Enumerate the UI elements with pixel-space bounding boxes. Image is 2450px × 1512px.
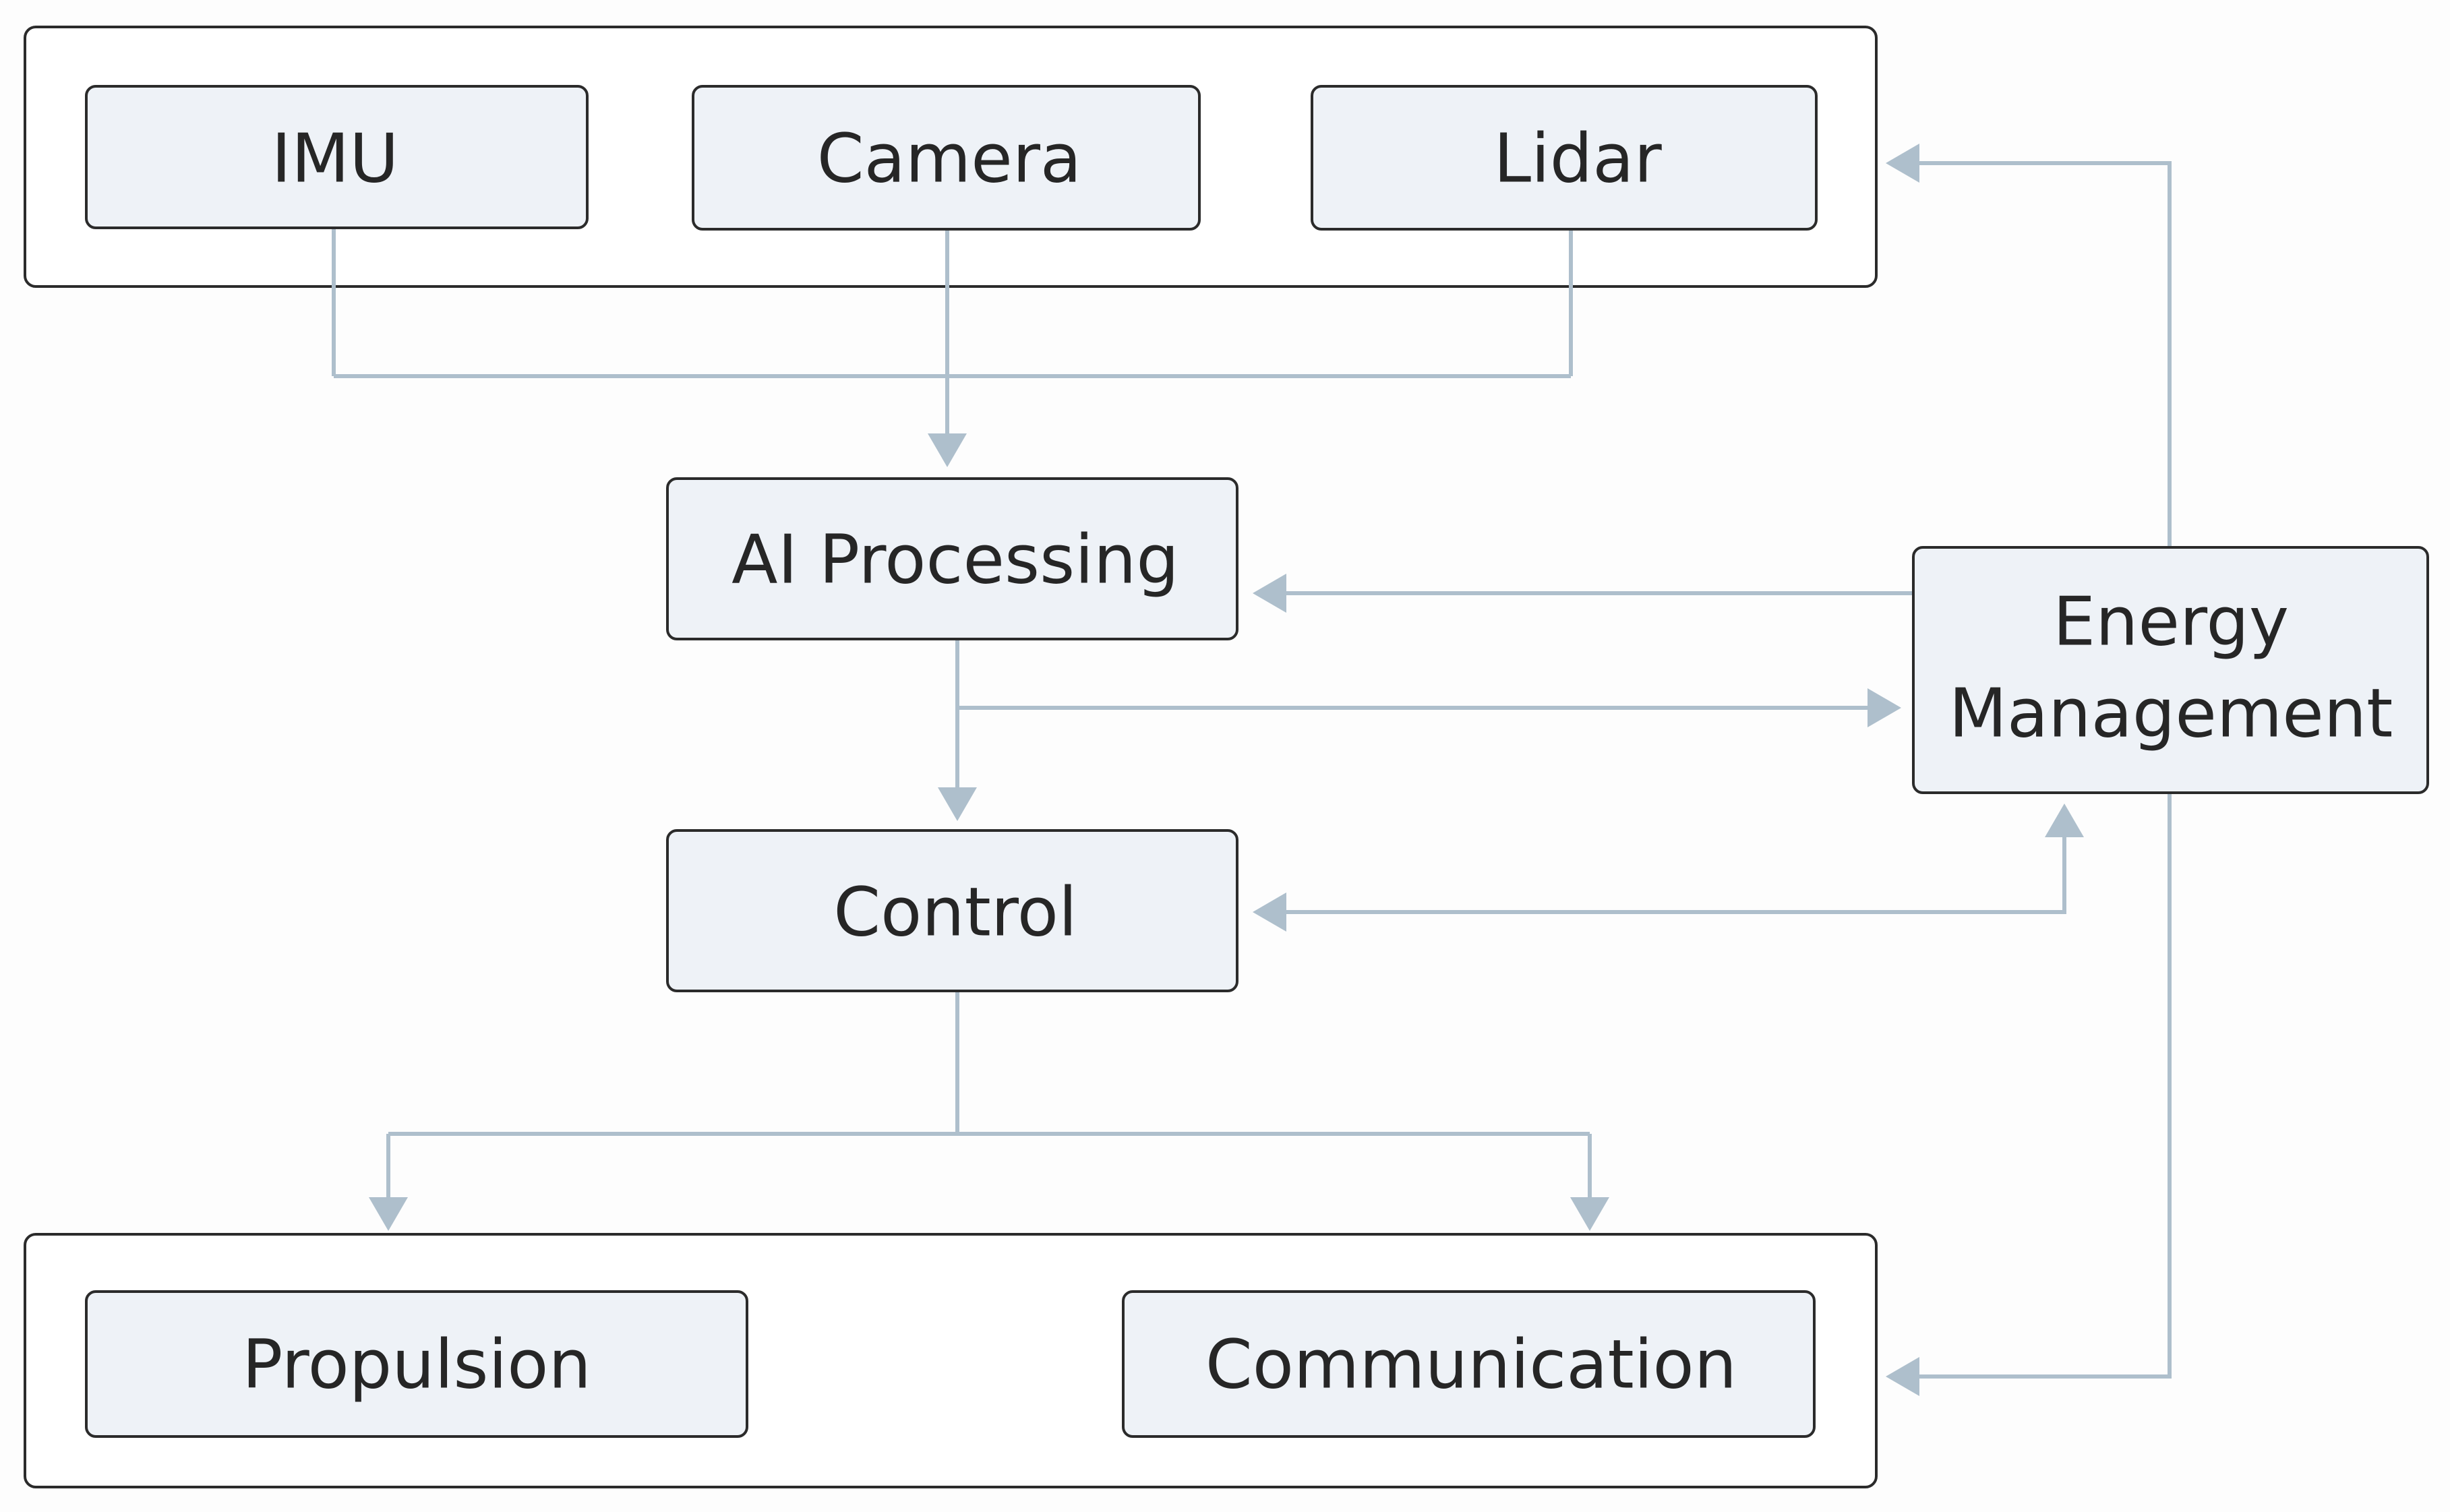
node-communication: Communication [1122,1290,1816,1438]
connector-energy-to-sensors [1918,161,2172,547]
node-ai-processing-label: AI Processing [731,520,1179,599]
node-camera: Camera [692,85,1201,231]
node-energy-management: Energy Management [1912,546,2429,794]
node-communication-label: Communication [1205,1325,1737,1404]
node-lidar: Lidar [1311,85,1818,231]
node-propulsion: Propulsion [85,1290,748,1438]
arrowhead-into-control-side [1253,893,1286,932]
node-imu-label: IMU [272,119,399,198]
node-energy-label-line1: Energy [2053,582,2289,661]
arrowhead-into-control [938,787,977,821]
arrowhead-into-communication [1570,1197,1609,1231]
node-propulsion-label: Propulsion [242,1325,591,1404]
node-ai-processing: AI Processing [666,477,1238,640]
arrowhead-into-energy-management-bottom [2045,804,2084,837]
node-energy-label-line2: Management [1949,674,2393,753]
arrowhead-into-sensors-group [1886,144,1919,183]
node-imu: IMU [85,85,589,229]
connector-control-energy [1286,836,2066,914]
node-camera-label: Camera [817,119,1081,198]
connector-energy-to-actuators [1918,794,2172,1379]
arrowhead-into-energy-management [1868,688,1901,727]
arrowhead-into-ai-processing-side [1253,574,1286,613]
arrowhead-into-ai-processing [928,433,967,467]
node-control: Control [666,829,1238,992]
node-lidar-label: Lidar [1493,119,1662,198]
connectors [332,144,2172,1396]
node-control-label: Control [833,873,1077,952]
arrowhead-into-actuators-group [1886,1357,1919,1396]
arrowhead-into-propulsion [369,1197,408,1231]
